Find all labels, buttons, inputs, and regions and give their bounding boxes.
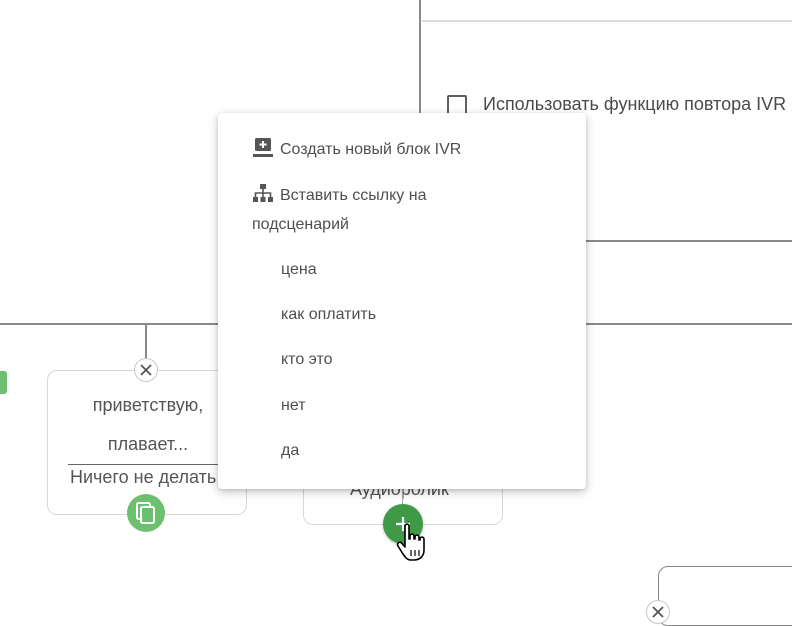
repeat-option[interactable]: Использовать функцию повтора IVR bbox=[447, 94, 786, 115]
menu-item-label: Вставить ссылку на bbox=[280, 187, 427, 204]
connector-vertical bbox=[145, 323, 147, 359]
subscenario-item[interactable]: цена bbox=[281, 261, 317, 278]
panel-left-border bbox=[419, 0, 421, 115]
connector-horizontal bbox=[0, 323, 220, 325]
add-block-icon bbox=[253, 138, 273, 157]
menu-item-create-block[interactable]: Создать новый блок IVR bbox=[252, 137, 461, 159]
add-menu: Создать новый блок IVR Вставить ссылку н… bbox=[218, 113, 586, 489]
subscenario-item[interactable]: да bbox=[281, 442, 300, 459]
repeat-checkbox[interactable] bbox=[447, 94, 467, 115]
close-icon[interactable] bbox=[134, 358, 158, 382]
card-title-line2: плавает... bbox=[107, 434, 189, 454]
connector-horizontal-right bbox=[584, 323, 792, 325]
close-icon[interactable] bbox=[646, 600, 670, 624]
menu-item-label-cont[interactable]: подсценарий bbox=[252, 216, 349, 233]
panel-bottom-border bbox=[584, 240, 792, 242]
hand-pointer-icon bbox=[396, 523, 425, 561]
card-divider bbox=[68, 464, 228, 465]
repeat-label: Использовать функцию повтора IVR bbox=[483, 94, 787, 114]
ivr-block-card-partial[interactable] bbox=[658, 566, 792, 626]
copy-icon[interactable] bbox=[127, 494, 165, 532]
menu-item-label: Создать новый блок IVR bbox=[280, 141, 462, 158]
sitemap-icon bbox=[253, 184, 273, 202]
ivr-block-card[interactable]: приветствую, плавает... Ничего не делать bbox=[47, 370, 247, 515]
side-tab[interactable] bbox=[0, 371, 7, 394]
subscenario-item[interactable]: как оплатить bbox=[281, 306, 377, 323]
subscenario-item[interactable]: нет bbox=[281, 397, 306, 414]
connector-to-add bbox=[402, 486, 403, 506]
menu-item-insert-link[interactable]: Вставить ссылку на bbox=[252, 183, 426, 205]
subscenario-item[interactable]: кто это bbox=[281, 351, 333, 368]
panel-divider bbox=[422, 20, 792, 22]
card-action[interactable]: Ничего не делать bbox=[70, 467, 217, 487]
card-title-line1: приветствую, bbox=[92, 395, 204, 415]
